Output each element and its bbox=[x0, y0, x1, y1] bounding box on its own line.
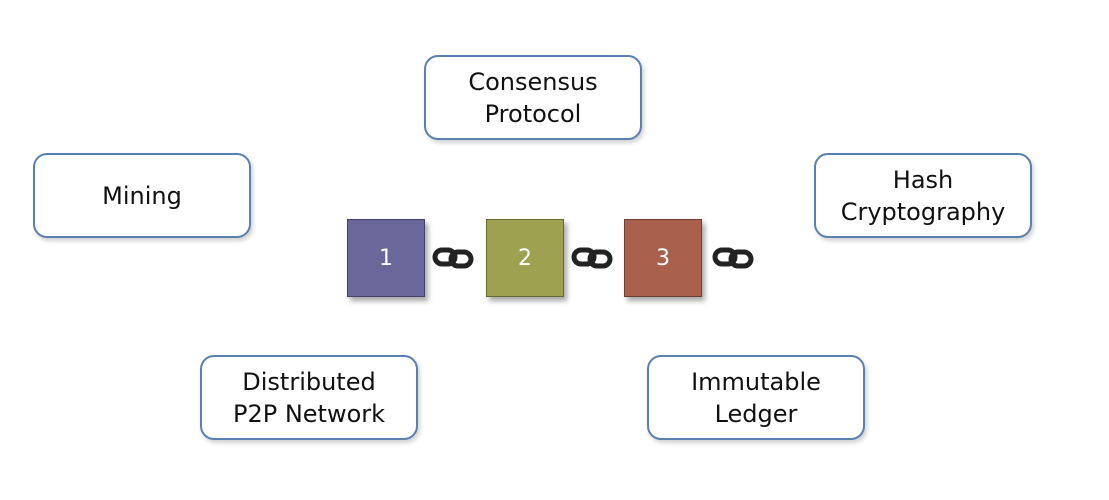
block-2: 2 bbox=[486, 219, 564, 297]
chain-link-icon bbox=[432, 247, 474, 269]
block-3: 3 bbox=[624, 219, 702, 297]
distributed-p2p-network-box: Distributed P2P Network bbox=[200, 355, 418, 440]
mining-label: Mining bbox=[102, 181, 182, 210]
consensus-protocol-box: Consensus Protocol bbox=[424, 55, 642, 140]
block-3-label: 3 bbox=[656, 245, 670, 271]
block-1: 1 bbox=[347, 219, 425, 297]
immutable-ledger-box: Immutable Ledger bbox=[647, 355, 865, 440]
hash-cryptography-box: Hash Cryptography bbox=[814, 153, 1032, 238]
block-2-label: 2 bbox=[518, 245, 532, 271]
block-1-label: 1 bbox=[379, 245, 393, 271]
immutable-ledger-label: Immutable Ledger bbox=[691, 367, 821, 428]
chain-link-icon bbox=[571, 247, 613, 269]
mining-box: Mining bbox=[33, 153, 251, 238]
hash-cryptography-label: Hash Cryptography bbox=[840, 165, 1006, 226]
consensus-protocol-label: Consensus Protocol bbox=[468, 67, 598, 128]
chain-link-icon bbox=[712, 247, 754, 269]
distributed-p2p-network-label: Distributed P2P Network bbox=[232, 367, 386, 428]
